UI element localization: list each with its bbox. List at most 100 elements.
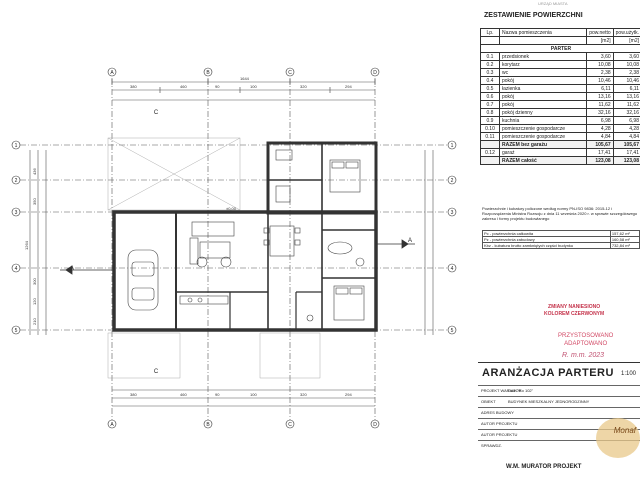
- level-mark: ±0,00: [226, 206, 237, 211]
- axis-label: 4: [451, 266, 454, 272]
- dim-bottom: 100: [250, 392, 257, 397]
- axis-label: 3: [15, 210, 18, 216]
- room-netto: 32,16: [586, 109, 613, 117]
- sum-row: RAZEM bez garażu 105,67 105,67: [481, 141, 640, 149]
- area-label: Kbz - kubatura brutto zamkniętych części…: [483, 243, 611, 249]
- title-block-value: BUDYNEK MIESZKALNY JEDNORODZINNY: [508, 399, 589, 404]
- room-name: korytarz: [500, 61, 587, 69]
- axis-label: 1: [451, 143, 454, 149]
- sum-cell: [481, 141, 500, 149]
- company-logo-text: Monaf: [614, 426, 636, 435]
- dim-side: 350: [32, 198, 37, 205]
- title-block-label: AUTOR PROJEKTU: [481, 421, 517, 426]
- dim-top: 380: [130, 84, 137, 89]
- room-netto: 3,60: [586, 53, 613, 61]
- axis-label: 3: [451, 210, 454, 216]
- axis-label: 4: [15, 266, 18, 272]
- room-netto: 4,28: [586, 125, 613, 133]
- room-netto: 11,62: [586, 101, 613, 109]
- signature: R. m.m. 2023: [562, 352, 604, 359]
- room-name: garaż: [500, 149, 587, 157]
- room-no: 0.12: [481, 149, 500, 157]
- unit-cell: [m2]: [613, 37, 640, 45]
- total-value: 123,08: [613, 157, 640, 165]
- room-netto: 17,41: [586, 149, 613, 157]
- room-uzyt: 4,84: [613, 133, 640, 141]
- room-no: 0.1: [481, 53, 500, 61]
- drawing-title: ARANŻACJA PARTERU: [482, 367, 614, 379]
- dim-side: 1264: [24, 240, 29, 250]
- room-name: pokój: [500, 93, 587, 101]
- floor-plan-drawing: 1644 380 460 90 100 320 294 380 460 90 1…: [0, 0, 470, 480]
- room-no: 0.4: [481, 77, 500, 85]
- dim-top: 320: [300, 84, 307, 89]
- room-uzyt: 17,41: [613, 149, 640, 157]
- unit-cell: [481, 37, 500, 45]
- room-uzyt: 3,60: [613, 53, 640, 61]
- company-footer: W.M. MURATOR PROJEKT: [506, 464, 581, 470]
- stamp-line: KOLOREM CZERWONYM: [544, 311, 604, 318]
- section-mark: C: [154, 369, 159, 375]
- summary-title: ZESTAWIENIE POWIERZCHNI: [484, 12, 583, 19]
- dim-bottom: 460: [180, 392, 187, 397]
- total-row: RAZEM całość 123,08 123,08: [481, 157, 640, 165]
- dim-bottom: 320: [300, 392, 307, 397]
- room-uzyt: 10,08: [613, 61, 640, 69]
- header-cell: Lp.: [481, 29, 500, 37]
- title-block-row: ADRES BUDOWY: [478, 407, 640, 418]
- office-stamp: URZĄD MIASTA: [538, 1, 567, 7]
- unit-cell: [m2]: [586, 37, 613, 45]
- dim-total: 1644: [240, 76, 250, 81]
- dim-top: 90: [215, 84, 220, 89]
- title-block-label: AUTOR PROJEKTU: [481, 432, 517, 437]
- room-netto: 13,16: [586, 93, 613, 101]
- room-no: 0.11: [481, 133, 500, 141]
- sum-value: 105,67: [613, 141, 640, 149]
- room-name: pokój: [500, 101, 587, 109]
- dim-top: 294: [345, 84, 352, 89]
- room-no: 0.8: [481, 109, 500, 117]
- title-block-label: SPRAWDZ.: [481, 443, 502, 448]
- room-name: kuchnia: [500, 117, 587, 125]
- axis-label: 2: [15, 178, 18, 184]
- area-value: 732,84 m³: [610, 243, 639, 249]
- adapted-stamp: PRZYSTOSOWANO ADAPTOWANO: [558, 332, 613, 348]
- changes-stamp: ZMIANY NANIESIONO KOLOREM CZERWONYM: [544, 304, 604, 318]
- room-no: 0.2: [481, 61, 500, 69]
- company-logo-icon: [596, 418, 640, 458]
- axis-label: 5: [451, 328, 454, 334]
- sum-label: RAZEM bez garażu: [500, 141, 587, 149]
- room-uzyt: 32,16: [613, 109, 640, 117]
- room-name: pomieszczenie gospodarcze: [500, 125, 587, 133]
- room-netto: 10,46: [586, 77, 613, 85]
- room-netto: 4,84: [586, 133, 613, 141]
- axis-label: 2: [451, 178, 454, 184]
- area-row: Kbz - kubatura brutto zamkniętych części…: [483, 243, 640, 249]
- room-no: 0.5: [481, 85, 500, 93]
- room-name: pomieszczenie gospodarcze: [500, 133, 587, 141]
- summary-sheet: URZĄD MIASTA ZESTAWIENIE POWIERZCHNI Lp.…: [478, 0, 640, 480]
- room-uzyt: 2,38: [613, 69, 640, 77]
- section-cell: PARTER: [481, 45, 640, 53]
- title-block-label: OBIEKT: [481, 399, 496, 404]
- header-cell: pow.użytk.: [613, 29, 640, 37]
- room-no: 0.6: [481, 93, 500, 101]
- sum-value: 105,67: [586, 141, 613, 149]
- area-notes: Powierzchnie i kubatury policzone według…: [482, 206, 638, 221]
- rooms-table: Lp. Nazwa pomieszczenia pow.netto pow.uż…: [480, 28, 640, 165]
- title-block-row: OBIEKT BUDYNEK MIESZKALNY JEDNORODZINNY: [478, 396, 640, 407]
- room-netto: 6,98: [586, 117, 613, 125]
- title-block-label: ADRES BUDOWY: [481, 410, 514, 415]
- room-name: wc: [500, 69, 587, 77]
